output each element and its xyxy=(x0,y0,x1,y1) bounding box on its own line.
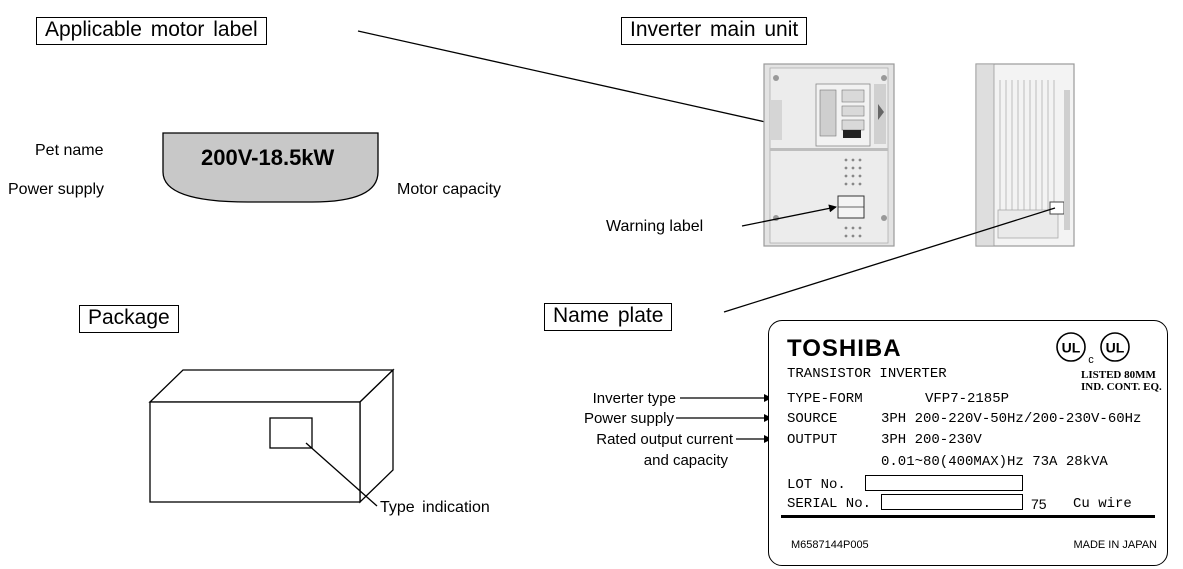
brand-logo-text: TOSHIBA xyxy=(787,335,902,362)
listed-mark: LISTED 80MM xyxy=(1081,369,1156,381)
name-plate-title: Name plate xyxy=(544,303,673,331)
inverter-side-view xyxy=(975,63,1075,247)
listed-sub-mark: IND. CONT. EQ. xyxy=(1081,381,1162,393)
rated-output-callout-line1: Rated output current xyxy=(596,431,733,448)
power-supply-caption: Power supply xyxy=(8,181,105,198)
output-value-frequency: 0.01~80(400MAX)Hz 73A 28kVA xyxy=(881,454,1108,470)
lot-number-box xyxy=(865,475,1023,491)
package-box xyxy=(148,368,395,504)
inverter-type-callout: Inverter type xyxy=(592,390,676,407)
lot-label: LOT No. xyxy=(787,477,846,493)
package-type-label xyxy=(269,417,313,449)
type-indication-leader xyxy=(305,442,378,507)
source-value: 3PH 200-220V-50Hz/200-230V-60Hz xyxy=(881,411,1142,427)
output-label: OUTPUT xyxy=(787,432,838,448)
warning-label-caption: Warning label xyxy=(606,218,704,235)
plate-divider xyxy=(781,515,1155,518)
inverter-front-view xyxy=(763,63,895,247)
origin-text: MADE IN JAPAN xyxy=(1073,539,1157,551)
applicable-motor-label-title: Applicable motor label xyxy=(36,17,267,45)
name-plate: TOSHIBA UL c UL TRANSISTOR INVERTER LIST… xyxy=(768,320,1168,566)
svg-text:c: c xyxy=(1088,354,1094,366)
motor-label-shape xyxy=(162,132,379,203)
rated-output-callout-line2: and capacity xyxy=(643,452,728,469)
serial-label: SERIAL No. xyxy=(787,496,872,512)
serial-number-box xyxy=(881,494,1023,510)
motor-capacity-caption: Motor capacity xyxy=(397,181,502,198)
inverter-main-unit-title: Inverter main unit xyxy=(621,17,808,45)
plate-code: M6587144P005 xyxy=(791,539,869,551)
side-nameplate-mark xyxy=(1049,201,1065,215)
type-form-label: TYPE-FORM xyxy=(787,391,863,407)
serial-suffix-text: Cu wire xyxy=(1073,496,1132,512)
source-label: SOURCE xyxy=(787,411,838,427)
svg-text:UL: UL xyxy=(1062,340,1081,356)
power-supply-callout: Power supply xyxy=(583,410,674,427)
svg-text:UL: UL xyxy=(1106,340,1125,356)
name-plate-leader xyxy=(723,207,1056,313)
warning-label-arrow xyxy=(741,204,837,227)
product-name: TRANSISTOR INVERTER xyxy=(787,366,947,382)
pet-name-caption: Pet name xyxy=(35,142,104,159)
serial-suffix-number: 75 xyxy=(1031,496,1047,512)
type-indication-caption: Type indication xyxy=(380,499,490,516)
output-value-voltage: 3PH 200-230V xyxy=(881,432,982,448)
package-title: Package xyxy=(79,305,179,333)
type-form-value: VFP7-2185P xyxy=(925,391,1010,407)
motor-rating-text: 200V-18.5kW xyxy=(201,145,335,170)
ul-certification-icon: UL c UL xyxy=(1056,332,1130,366)
